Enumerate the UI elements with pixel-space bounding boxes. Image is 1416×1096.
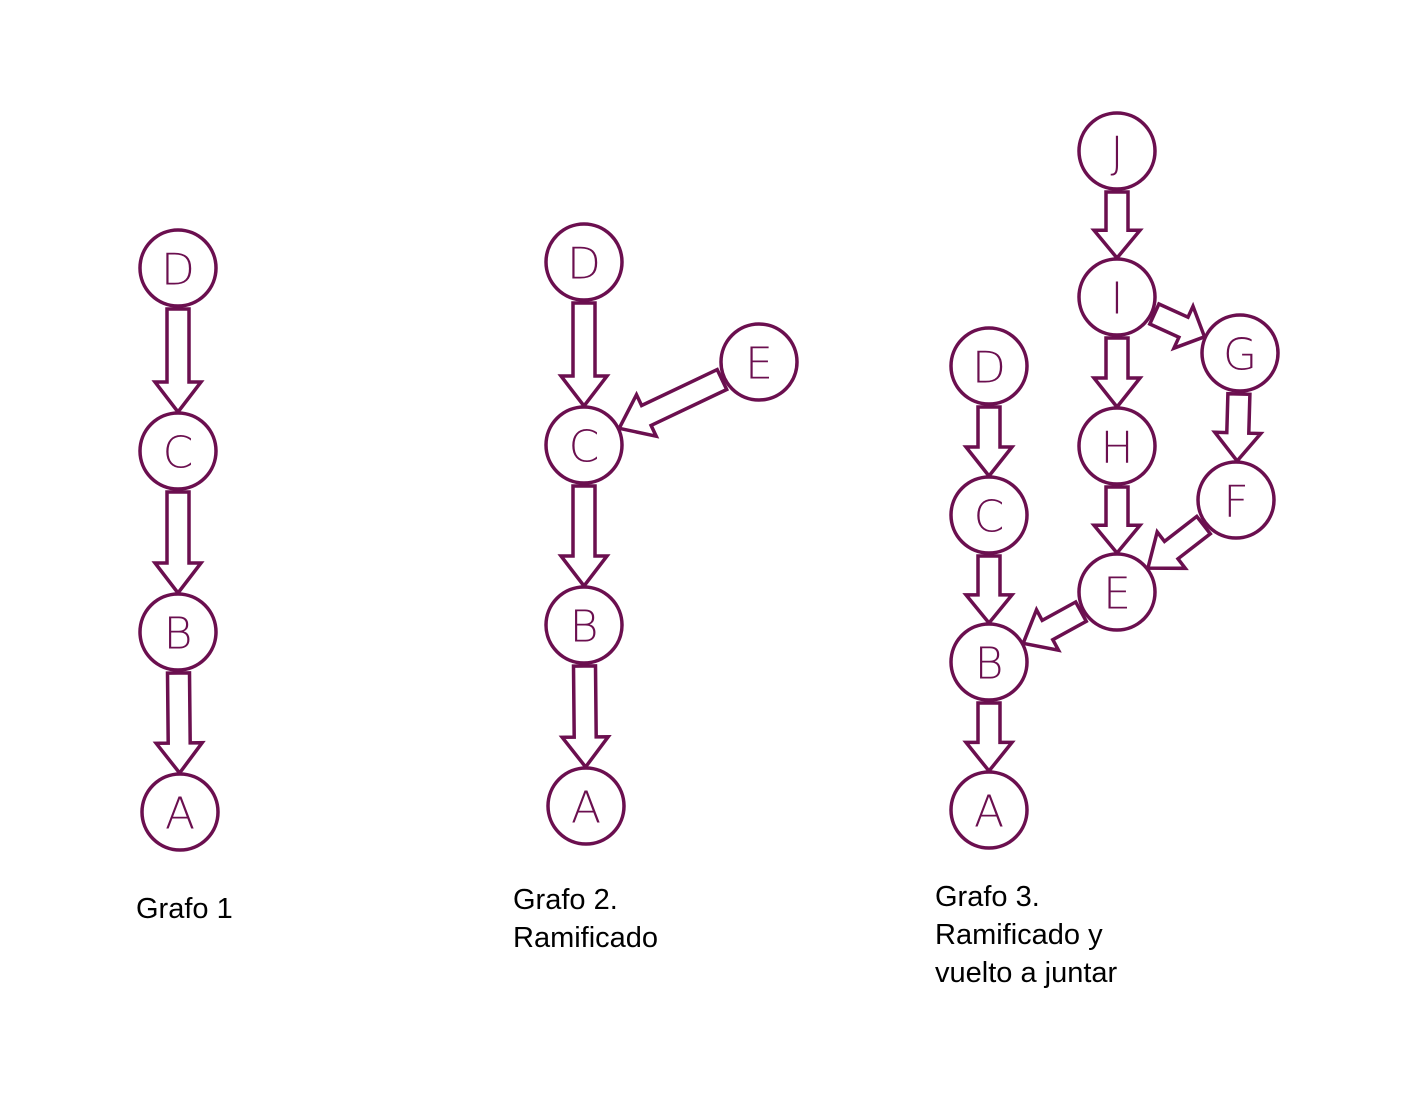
node-label: D bbox=[972, 343, 1006, 394]
node-g1-B: B bbox=[138, 592, 218, 672]
arrow-g3-I-to-g3-G bbox=[1147, 301, 1207, 352]
node-g2-C: C bbox=[544, 405, 624, 485]
arrow-g1-B-to-g1-A bbox=[152, 671, 206, 776]
caption-grafo-2: Grafo 2. Ramificado bbox=[513, 881, 658, 957]
arrow-g2-B-to-g2-A bbox=[558, 664, 612, 770]
node-label: B bbox=[570, 602, 599, 653]
arrow-g1-C-to-g1-B bbox=[151, 490, 205, 596]
node-g3-D: D bbox=[949, 326, 1029, 406]
caption-line: Ramificado y bbox=[935, 919, 1103, 951]
node-label: B bbox=[164, 609, 193, 660]
caption-line: Ramificado bbox=[513, 922, 659, 954]
node-g2-D: D bbox=[544, 222, 624, 302]
node-g1-C: C bbox=[138, 411, 218, 491]
arrow-g3-F-to-g3-E bbox=[1145, 513, 1213, 571]
node-label: D bbox=[161, 245, 195, 296]
node-label: H bbox=[1100, 423, 1133, 474]
caption-line: Grafo 1 bbox=[136, 893, 233, 925]
arrow-g1-D-to-g1-C bbox=[151, 307, 205, 415]
node-circle bbox=[140, 772, 220, 852]
node-g3-B: B bbox=[949, 622, 1029, 702]
node-circle bbox=[1077, 406, 1157, 486]
nodes-layer: D C B A D E C B A J I G H F E D C B A bbox=[138, 111, 1280, 852]
node-circle bbox=[138, 592, 218, 672]
node-circle bbox=[1077, 552, 1157, 632]
node-g2-B: B bbox=[544, 585, 624, 665]
node-circle bbox=[949, 622, 1029, 702]
node-circle bbox=[546, 766, 626, 846]
node-circle bbox=[544, 585, 624, 665]
node-label: J bbox=[1111, 128, 1124, 179]
node-label: C bbox=[163, 428, 194, 479]
arrow-g2-C-to-g2-B bbox=[557, 484, 611, 589]
node-circle bbox=[949, 326, 1029, 406]
caption-grafo-3: Grafo 3. Ramificado y vuelto a juntar bbox=[935, 878, 1117, 992]
node-label: A bbox=[571, 783, 601, 834]
node-circle bbox=[138, 228, 218, 308]
node-circle bbox=[1077, 257, 1157, 337]
caption-line: vuelto a juntar bbox=[935, 957, 1118, 989]
arrow-g2-D-to-g2-C bbox=[557, 301, 611, 409]
node-label: C bbox=[974, 492, 1005, 543]
node-label: I bbox=[1111, 274, 1124, 325]
node-g1-A: A bbox=[140, 772, 220, 852]
node-g3-G: G bbox=[1200, 313, 1280, 393]
node-g3-H: H bbox=[1077, 406, 1157, 486]
node-circle bbox=[1200, 313, 1280, 393]
caption-line: Grafo 2. bbox=[513, 884, 618, 916]
arrow-g2-E-to-g2-C bbox=[616, 367, 730, 439]
node-label: C bbox=[569, 422, 600, 473]
node-g3-A: A bbox=[949, 770, 1029, 850]
arrow-g3-C-to-g3-B bbox=[962, 554, 1016, 626]
arrow-g3-E-to-g3-B bbox=[1020, 599, 1089, 653]
arrow-g3-B-to-g3-A bbox=[962, 701, 1016, 774]
node-label: D bbox=[567, 239, 601, 290]
node-g3-F: F bbox=[1196, 460, 1276, 540]
arrow-g3-J-to-g3-I bbox=[1090, 190, 1144, 261]
node-g3-E: E bbox=[1077, 552, 1157, 632]
node-circle bbox=[138, 411, 218, 491]
node-g3-J: J bbox=[1077, 111, 1157, 191]
node-label: B bbox=[975, 639, 1004, 690]
node-circle bbox=[544, 405, 624, 485]
caption-grafo-1: Grafo 1 bbox=[136, 890, 233, 928]
node-label: G bbox=[1223, 330, 1257, 381]
node-g1-D: D bbox=[138, 228, 218, 308]
node-circle bbox=[1077, 111, 1157, 191]
node-label: A bbox=[974, 787, 1004, 838]
arrow-g3-D-to-g3-C bbox=[962, 405, 1016, 479]
node-circle bbox=[949, 475, 1029, 555]
arrow-g3-I-to-g3-H bbox=[1090, 336, 1144, 410]
edges-layer bbox=[151, 190, 1265, 776]
caption-line: Grafo 3. bbox=[935, 881, 1040, 913]
node-g2-A: A bbox=[546, 766, 626, 846]
node-circle bbox=[544, 222, 624, 302]
node-label: A bbox=[165, 789, 195, 840]
node-circle bbox=[719, 322, 799, 402]
node-label: F bbox=[1223, 477, 1248, 528]
node-g2-E: E bbox=[719, 322, 799, 402]
node-label: E bbox=[745, 339, 773, 390]
arrow-g3-H-to-g3-E bbox=[1090, 485, 1144, 556]
node-circle bbox=[1196, 460, 1276, 540]
node-g3-I: I bbox=[1077, 257, 1157, 337]
node-label: E bbox=[1103, 569, 1131, 620]
node-g3-C: C bbox=[949, 475, 1029, 555]
arrow-g3-G-to-g3-F bbox=[1211, 391, 1265, 464]
node-circle bbox=[949, 770, 1029, 850]
